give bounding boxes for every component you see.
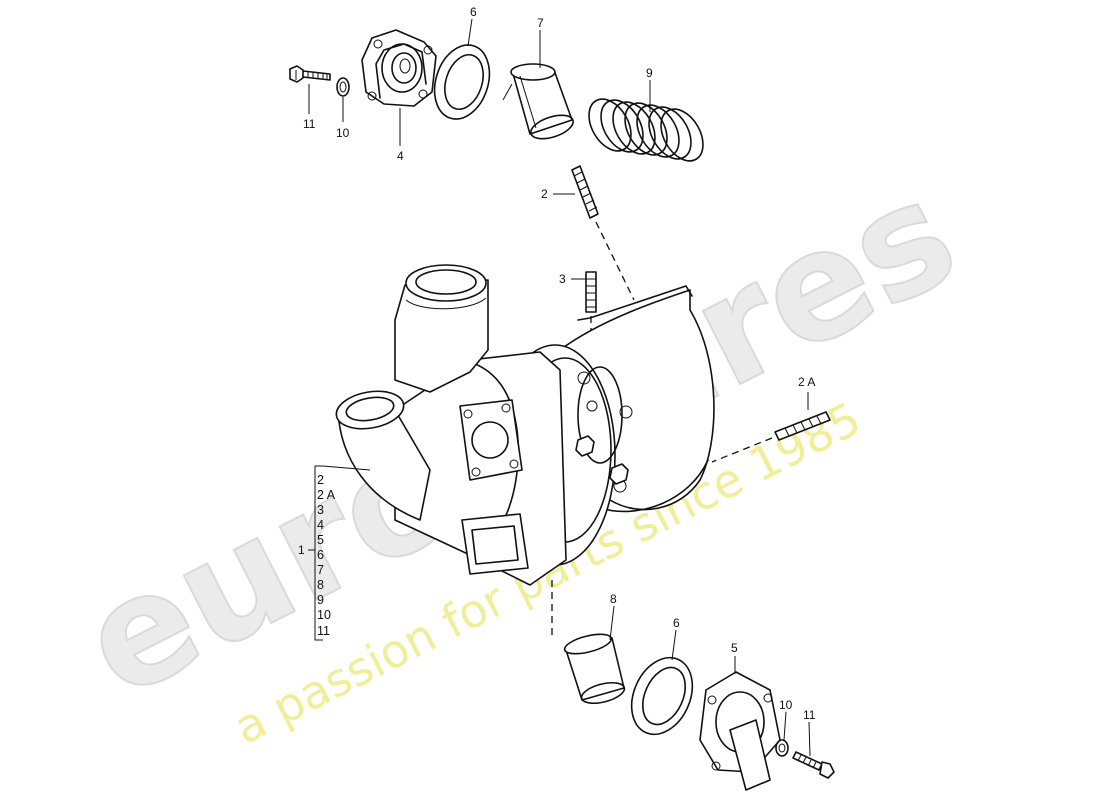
turbocharger-assembly — [335, 264, 715, 586]
assembly-item: 4 — [317, 518, 324, 532]
assembly-item: 2 A — [317, 488, 336, 502]
washer-bottom-part — [775, 739, 789, 757]
callout-6-bottom: 6 — [673, 616, 680, 630]
bolt-top-part — [289, 65, 331, 83]
stud-3-part — [585, 271, 597, 313]
gasket-top-part — [433, 44, 491, 120]
leader-lines — [308, 18, 811, 757]
stud-2a-alignment-line — [711, 437, 773, 463]
assembly-item: 5 — [317, 533, 324, 547]
callout-5: 5 — [731, 641, 738, 655]
callout-6-top: 6 — [470, 5, 477, 19]
callout-11-bottom: 11 — [803, 708, 816, 722]
sleeve-part — [502, 63, 574, 140]
spring-part — [588, 98, 704, 162]
assembly-component-list: 2 2 A 3 4 5 6 7 8 9 10 11 — [317, 473, 336, 638]
callout-7: 7 — [537, 16, 544, 30]
callout-1: 1 — [298, 543, 305, 557]
stud-2-part — [571, 165, 599, 219]
flange-bottom-part — [699, 671, 781, 791]
callout-4: 4 — [397, 149, 404, 163]
assembly-item: 7 — [317, 563, 324, 577]
assembly-item: 11 — [317, 624, 330, 638]
callout-10-bottom: 10 — [779, 698, 793, 712]
bolt-bottom-part — [792, 751, 835, 779]
sleeve-bottom-part — [563, 633, 626, 705]
callout-3: 3 — [559, 272, 566, 286]
assembly-item: 2 — [317, 473, 324, 487]
assembly-item: 8 — [317, 578, 324, 592]
stud-2-alignment-line — [595, 221, 635, 301]
callout-11-top: 11 — [303, 117, 316, 131]
callout-2: 2 — [541, 187, 548, 201]
assembly-item: 9 — [317, 593, 324, 607]
callout-labels: 11 10 4 6 7 9 2 3 2 A 1 8 6 5 10 11 — [298, 5, 816, 722]
assembly-item: 10 — [317, 608, 331, 622]
assembly-item: 3 — [317, 503, 324, 517]
callout-10-top: 10 — [336, 126, 350, 140]
assembly-item: 6 — [317, 548, 324, 562]
stud-2a-part — [774, 411, 831, 441]
flange-cover-part — [361, 29, 437, 107]
gasket-bottom-part — [630, 656, 694, 736]
callout-8: 8 — [610, 592, 617, 606]
washer-top-part — [336, 77, 350, 97]
callout-2a: 2 A — [798, 375, 815, 389]
callout-9: 9 — [646, 66, 653, 80]
